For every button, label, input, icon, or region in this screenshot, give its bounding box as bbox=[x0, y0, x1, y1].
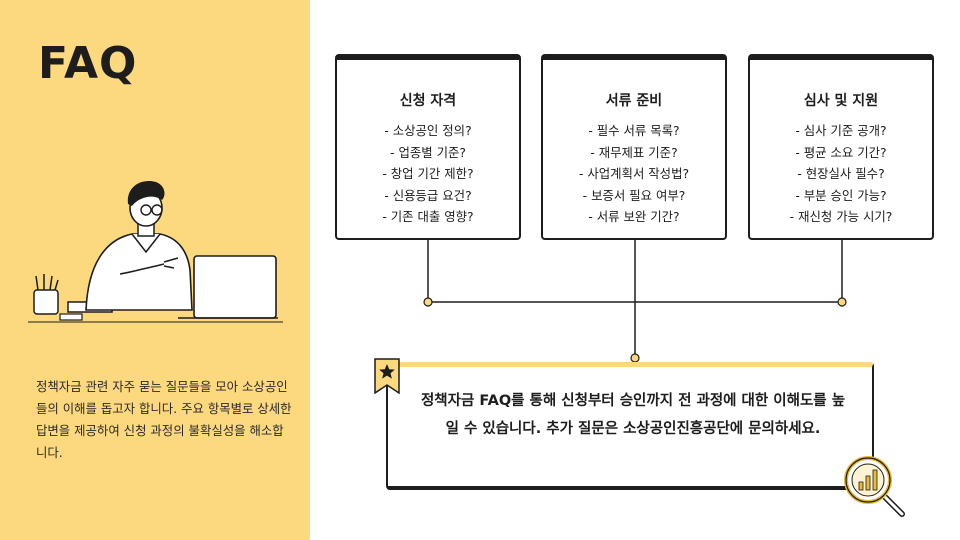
card-question: - 사업계획서 작성법? bbox=[578, 166, 690, 182]
card-question-list: - 소상공인 정의? - 업종별 기준? - 창업 기간 제한? - 신용등급 … bbox=[337, 120, 519, 228]
connector-node bbox=[423, 297, 433, 307]
summary-text: 정책자금 FAQ를 통해 신청부터 승인까지 전 과정에 대한 이해도를 높일 … bbox=[420, 393, 846, 437]
card-question: - 재신청 가능 시기? bbox=[789, 209, 893, 225]
card-question: - 심사 기준 공개? bbox=[795, 123, 887, 138]
connector-node bbox=[630, 353, 640, 363]
magnifier-chart-icon bbox=[844, 456, 905, 517]
card-question: - 창업 기간 제한? bbox=[382, 166, 474, 182]
description-text: 정책자금 관련 자주 묻는 질문들을 모아 소상공인들의 이해를 돕고자 합니다… bbox=[36, 379, 292, 460]
card-question: - 부분 승인 가능? bbox=[795, 187, 887, 203]
card-question: - 보증서 필요 여부? bbox=[582, 187, 686, 203]
card-question: - 서류 보완 기간? bbox=[588, 209, 680, 225]
card-question: - 현장실사 필수? bbox=[797, 166, 885, 182]
card-title: 신청 자격 bbox=[399, 93, 457, 109]
summary-box: 정책자금 FAQ를 통해 신청부터 승인까지 전 과정에 대한 이해도를 높일 … bbox=[386, 362, 874, 490]
star-bookmark-icon bbox=[374, 358, 400, 394]
card-question: - 소상공인 정의? bbox=[384, 123, 472, 138]
left-panel: FAQ 정책자금 관련 자주 묻는 질문들을 모아 소상공인들의 이해를 돕고자 bbox=[0, 0, 310, 540]
man-at-laptop-illustration bbox=[28, 180, 283, 323]
card-question-list: - 심사 기준 공개? - 평균 소요 기간? - 현장실사 필수? - 부분 … bbox=[750, 120, 932, 228]
card-question: - 재무제표 기준? bbox=[590, 144, 678, 160]
connector-node bbox=[837, 297, 847, 307]
card-title: 심사 및 지원 bbox=[803, 93, 879, 109]
card-question-list: - 필수 서류 목록? - 재무제표 기준? - 사업계획서 작성법? - 보증… bbox=[543, 120, 725, 228]
card-title: 서류 준비 bbox=[605, 93, 663, 109]
card-question: - 업종별 기준? bbox=[390, 144, 466, 160]
page-title: FAQ bbox=[38, 38, 138, 89]
faq-card-eligibility: 신청 자격 - 소상공인 정의? - 업종별 기준? - 창업 기간 제한? -… bbox=[335, 54, 521, 240]
card-question: - 평균 소요 기간? bbox=[795, 144, 887, 160]
card-question: - 필수 서류 목록? bbox=[588, 123, 680, 138]
card-question: - 신용등급 요건? bbox=[384, 187, 472, 203]
faq-card-documents: 서류 준비 - 필수 서류 목록? - 재무제표 기준? - 사업계획서 작성법… bbox=[541, 54, 727, 240]
faq-card-review-support: 심사 및 지원 - 심사 기준 공개? - 평균 소요 기간? - 현장실사 필… bbox=[748, 54, 934, 240]
card-question: - 기존 대출 영향? bbox=[382, 209, 474, 225]
